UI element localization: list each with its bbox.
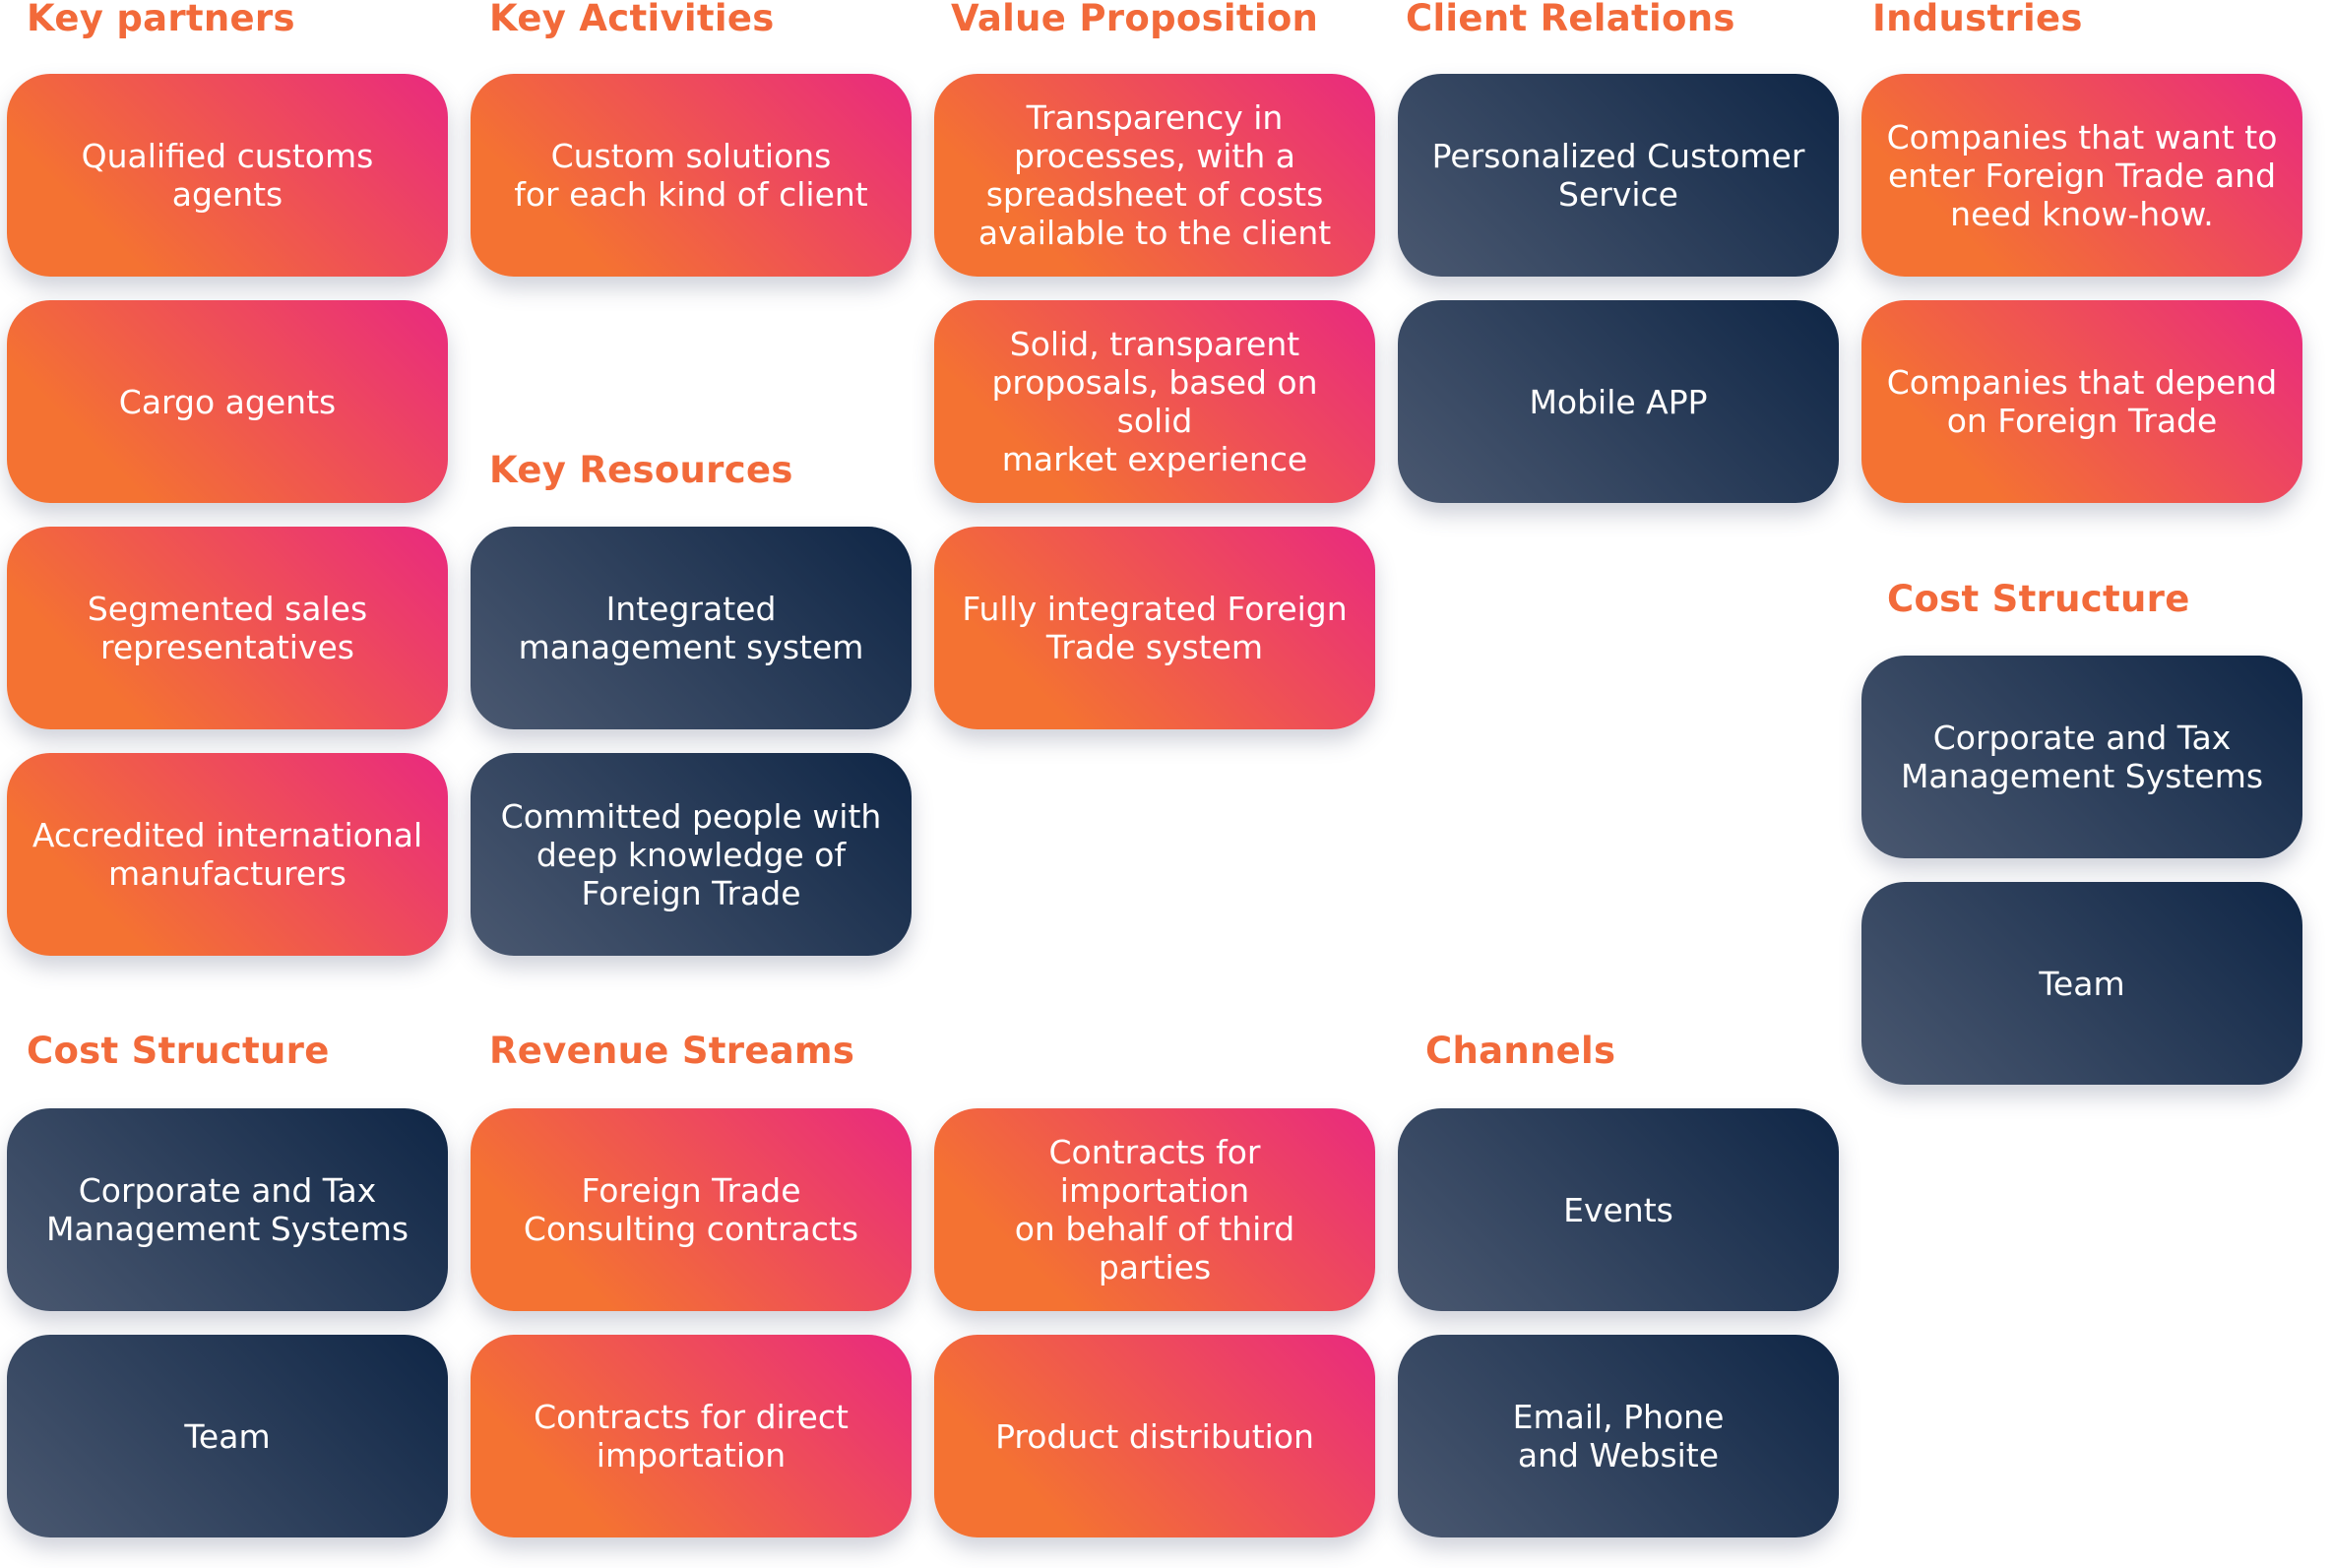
card-companies-depend: Companies that depend on Foreign Trade: [1861, 300, 2302, 503]
heading-value-proposition: Value Proposition: [951, 0, 1319, 39]
card-consulting-contracts: Foreign Trade Consulting contracts: [471, 1108, 912, 1311]
card-companies-enter: Companies that want to enter Foreign Tra…: [1861, 74, 2302, 277]
heading-revenue-streams: Revenue Streams: [489, 1030, 855, 1072]
card-committed-people: Committed people with deep knowledge of …: [471, 753, 912, 956]
card-label: Custom solutions for each kind of client: [514, 137, 868, 214]
card-label: Corporate and Tax Management Systems: [45, 1171, 410, 1248]
heading-cost-structure: Cost Structure: [27, 1030, 330, 1072]
card-label: Team: [2039, 964, 2125, 1003]
card-third-party-importation: Contracts for importation on behalf of t…: [934, 1108, 1375, 1311]
card-label: Transparency in processes, with a spread…: [977, 98, 1332, 252]
card-label: Mobile APP: [1529, 382, 1708, 421]
card-label: Qualified customs agents: [81, 137, 374, 214]
heading-channels: Channels: [1425, 1030, 1616, 1072]
card-label: Contracts for importation on behalf of t…: [1014, 1133, 1295, 1286]
card-label: Accredited international manufacturers: [32, 816, 423, 893]
card-label: Segmented sales representatives: [87, 590, 368, 666]
card-label: Cargo agents: [118, 382, 337, 421]
card-qualified-customs-agents: Qualified customs agents: [7, 74, 448, 277]
card-label: Companies that want to enter Foreign Tra…: [1886, 117, 2278, 233]
card-accredited-manufacturers: Accredited international manufacturers: [7, 753, 448, 956]
card-fully-integrated: Fully integrated Foreign Trade system: [934, 527, 1375, 729]
card-label: Companies that depend on Foreign Trade: [1886, 363, 2278, 440]
card-label: Integrated management system: [518, 590, 864, 666]
card-custom-solutions: Custom solutions for each kind of client: [471, 74, 912, 277]
card-label: Corporate and Tax Management Systems: [1900, 719, 2264, 795]
card-label: Solid, transparent proposals, based on s…: [991, 325, 1318, 478]
card-label: Email, Phone and Website: [1512, 1398, 1725, 1474]
card-events: Events: [1398, 1108, 1839, 1311]
heading-key-partners: Key partners: [27, 0, 295, 39]
heading-key-resources: Key Resources: [489, 449, 793, 491]
card-segmented-sales: Segmented sales representatives: [7, 527, 448, 729]
card-label: Events: [1563, 1190, 1673, 1229]
card-team: Team: [7, 1335, 448, 1537]
card-direct-importation: Contracts for direct importation: [471, 1335, 912, 1537]
card-label: Foreign Trade Consulting contracts: [523, 1171, 859, 1248]
heading-industries: Industries: [1872, 0, 2083, 39]
card-product-distribution: Product distribution: [934, 1335, 1375, 1537]
card-right-team: Team: [1861, 882, 2302, 1085]
card-label: Personalized Customer Service: [1431, 137, 1805, 214]
heading-key-activities: Key Activities: [489, 0, 775, 39]
card-personalized-service: Personalized Customer Service: [1398, 74, 1839, 277]
card-mobile-app: Mobile APP: [1398, 300, 1839, 503]
heading-client-relations: Client Relations: [1406, 0, 1735, 39]
card-label: Product distribution: [995, 1416, 1314, 1456]
card-integrated-management: Integrated management system: [471, 527, 912, 729]
card-label: Contracts for direct importation: [534, 1398, 849, 1474]
card-right-corporate-tax: Corporate and Tax Management Systems: [1861, 656, 2302, 858]
card-label: Team: [184, 1416, 271, 1456]
card-corporate-tax: Corporate and Tax Management Systems: [7, 1108, 448, 1311]
card-label: Fully integrated Foreign Trade system: [962, 590, 1348, 666]
card-solid-proposals: Solid, transparent proposals, based on s…: [934, 300, 1375, 503]
card-transparency: Transparency in processes, with a spread…: [934, 74, 1375, 277]
card-email-phone-website: Email, Phone and Website: [1398, 1335, 1839, 1537]
heading-cost-structure-right: Cost Structure: [1887, 578, 2190, 620]
card-cargo-agents: Cargo agents: [7, 300, 448, 503]
card-label: Committed people with deep knowledge of …: [500, 796, 882, 912]
